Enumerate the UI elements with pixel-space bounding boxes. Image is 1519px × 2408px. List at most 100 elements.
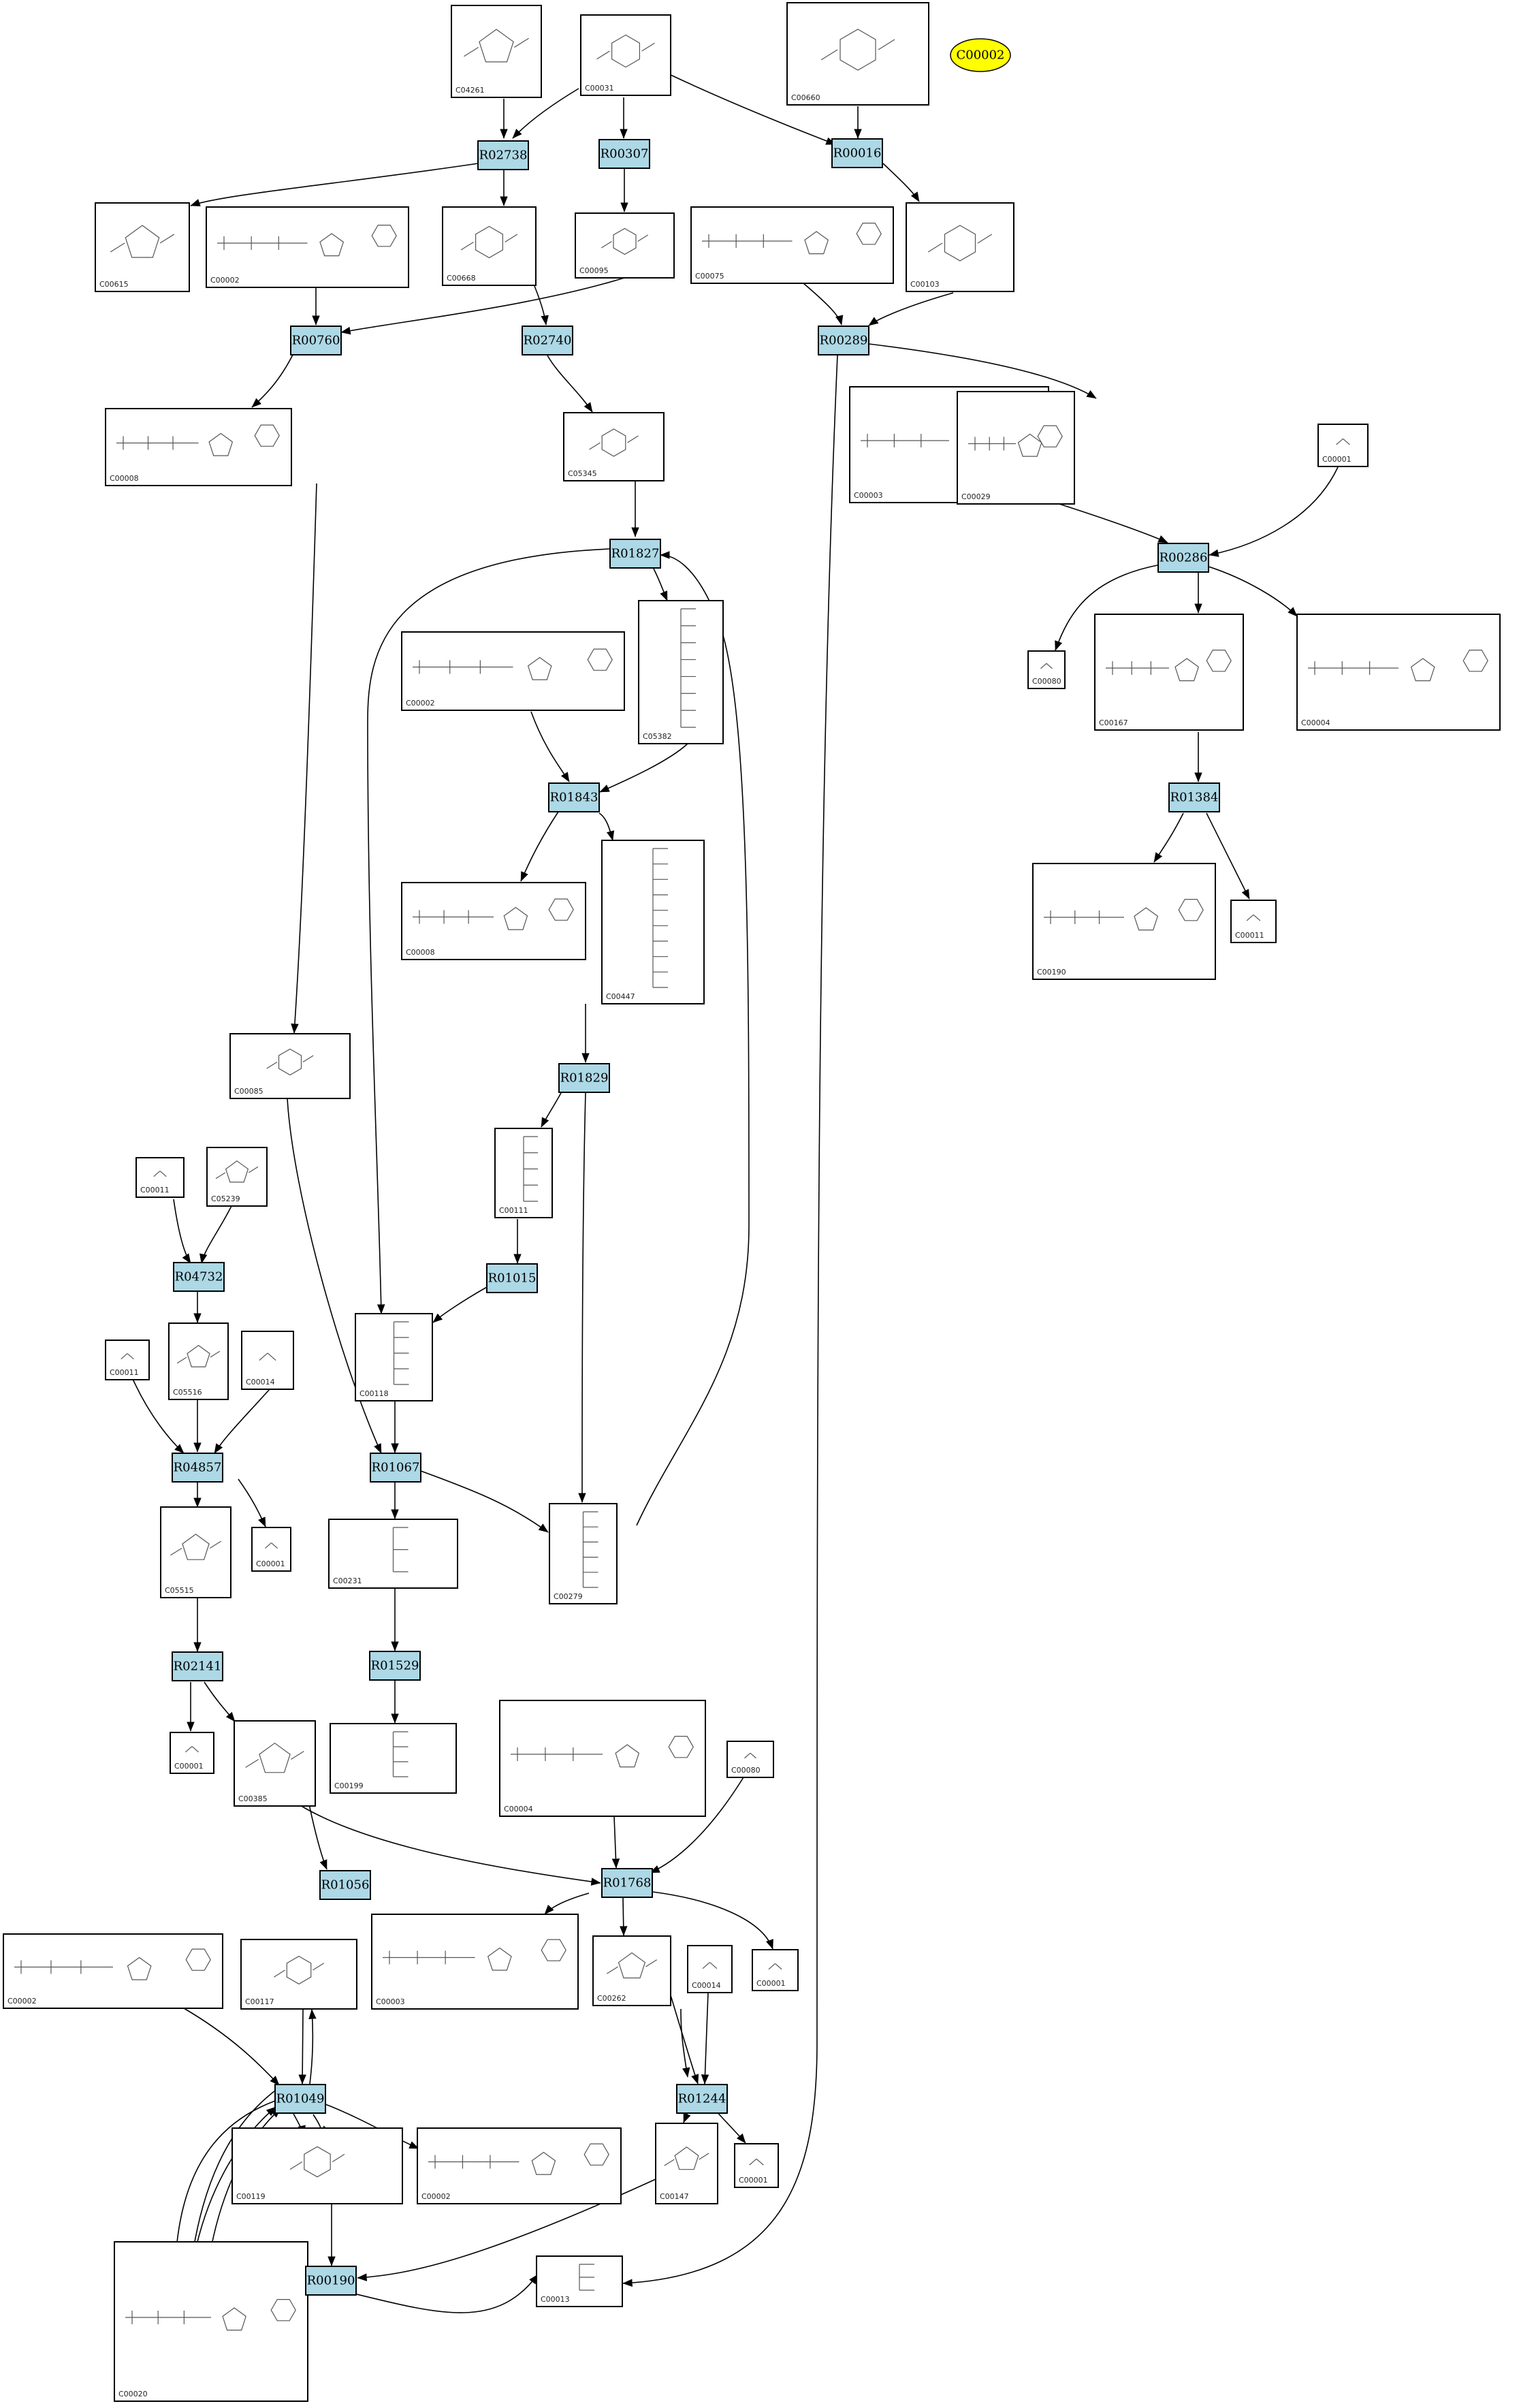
reaction-node[interactable]: R00016 [831,138,883,168]
reaction-box[interactable] [319,1870,371,1900]
compound-box[interactable] [401,631,625,711]
compound-box[interactable] [168,1322,229,1400]
compound-box[interactable] [592,1935,671,2006]
compound-node[interactable]: C00013 [536,2255,623,2307]
compound-box[interactable] [957,391,1075,505]
compound-node[interactable]: C00004 [1296,614,1501,731]
reaction-node[interactable]: R00760 [290,326,342,355]
compound-node[interactable]: C00001 [251,1527,291,1572]
reaction-box[interactable] [522,326,573,355]
compound-box[interactable] [726,1741,774,1778]
reaction-box[interactable] [274,2084,326,2114]
compound-node[interactable]: C00085 [229,1033,351,1099]
compound-box[interactable] [95,202,190,292]
compound-box[interactable] [234,1720,316,1807]
reaction-box[interactable] [173,1262,225,1292]
compound-box[interactable] [206,1147,268,1207]
compound-node[interactable]: C00001 [734,2143,779,2188]
reaction-node[interactable]: R01056 [319,1870,371,1900]
compound-node[interactable]: C00103 [906,202,1014,292]
compound-box[interactable] [241,1331,294,1390]
compound-box[interactable] [1027,650,1066,689]
compound-box[interactable] [499,1700,706,1817]
reaction-node[interactable]: R00286 [1157,543,1209,573]
compound-box[interactable] [655,2123,718,2204]
compound-node[interactable]: C00004 [499,1700,706,1817]
compound-node[interactable]: C00029 [957,391,1075,505]
compound-box[interactable] [114,2241,308,2402]
compound-node[interactable]: C00003 [371,1914,579,2010]
compound-node[interactable]: C05239 [206,1147,268,1207]
compound-node[interactable]: C05382 [638,600,724,744]
reaction-node[interactable]: R04732 [173,1262,225,1292]
reaction-node[interactable]: R00190 [305,2266,357,2296]
compound-node[interactable]: C00008 [401,882,586,960]
compound-node[interactable]: C00111 [494,1128,553,1218]
compound-node[interactable]: C00262 [592,1935,671,2006]
reaction-box[interactable] [598,139,650,169]
reaction-node[interactable]: R01384 [1168,782,1220,812]
compound-box[interactable] [206,206,409,288]
compound-box[interactable] [734,2143,779,2188]
compound-node[interactable]: C00095 [575,212,675,279]
compound-box[interactable] [251,1527,291,1572]
compound-box[interactable] [231,2127,403,2204]
compound-node[interactable]: C00014 [241,1331,294,1390]
reaction-box[interactable] [477,140,529,170]
compound-box[interactable] [401,882,586,960]
compound-node[interactable]: C00167 [1094,614,1244,731]
reaction-node[interactable]: R01049 [274,2084,326,2114]
reaction-box[interactable] [1157,543,1209,573]
reaction-box[interactable] [831,138,883,168]
reaction-node[interactable]: R01529 [369,1651,421,1681]
compound-box[interactable] [580,14,671,96]
compound-node[interactable]: C00002 [417,2127,622,2204]
compound-node[interactable]: C04261 [451,5,542,98]
reaction-node[interactable]: R00289 [818,326,869,355]
reaction-node[interactable]: R00307 [598,139,650,169]
compound-box[interactable] [687,1945,733,1993]
compound-box[interactable] [1317,424,1369,467]
reaction-box[interactable] [609,539,661,569]
compound-node[interactable]: C00001 [752,1949,799,1991]
compound-node[interactable]: C05515 [160,1506,231,1598]
compound-node[interactable]: C00119 [231,2127,403,2204]
compound-box[interactable] [135,1157,185,1198]
compound-node[interactable]: C00002 [401,631,625,711]
reaction-node[interactable]: R02141 [172,1651,223,1681]
compound-node[interactable]: C00385 [234,1720,316,1807]
compound-node[interactable]: C00020 [114,2241,308,2402]
compound-box[interactable] [1094,614,1244,731]
compound-node[interactable]: C00014 [687,1945,733,1993]
compound-node[interactable]: C00147 [655,2123,718,2204]
compound-node[interactable]: C00190 [1032,863,1216,980]
reaction-node[interactable]: R01829 [558,1063,610,1093]
reaction-node[interactable]: R01015 [486,1263,538,1293]
compound-node[interactable]: C00011 [135,1157,185,1198]
reaction-box[interactable] [1168,782,1220,812]
reaction-box[interactable] [676,2084,728,2114]
compound-node[interactable]: C00031 [580,14,671,96]
compound-box[interactable] [229,1033,351,1099]
reaction-box[interactable] [818,326,869,355]
compound-box[interactable] [160,1506,231,1598]
compound-node[interactable]: C00011 [1230,900,1277,943]
reaction-node[interactable]: R01768 [601,1868,653,1898]
compound-node[interactable]: C05516 [168,1322,229,1400]
compound-box[interactable] [786,2,929,106]
compound-node[interactable]: C00118 [355,1313,433,1401]
reaction-box[interactable] [290,326,342,355]
reaction-node[interactable]: R01244 [676,2084,728,2114]
compound-node[interactable]: C00002 [3,1933,223,2009]
reaction-node[interactable]: R01843 [548,782,600,812]
compound-node[interactable]: C00001 [1317,424,1369,467]
compound-box[interactable] [371,1914,579,2010]
compound-box[interactable] [170,1732,214,1774]
reaction-node[interactable]: R02740 [522,326,573,355]
compound-node[interactable]: C00668 [442,206,537,286]
reaction-box[interactable] [548,782,600,812]
compound-node[interactable]: C00279 [549,1503,618,1604]
compound-box[interactable] [575,212,675,279]
reaction-box[interactable] [558,1063,610,1093]
reaction-box[interactable] [369,1651,421,1681]
